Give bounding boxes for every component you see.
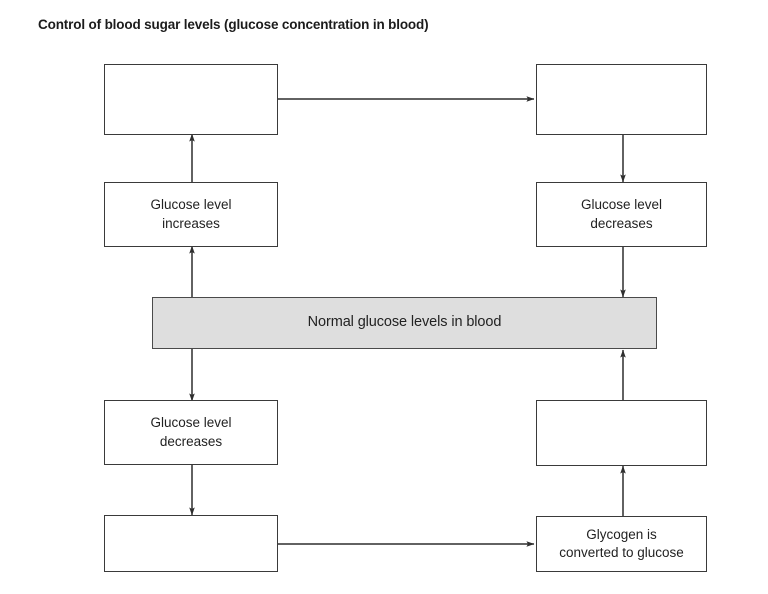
node-mid-right-label: Glucose level decreases bbox=[580, 197, 663, 231]
node-bottom-right-label: Glycogen is converted to glucose bbox=[559, 526, 684, 560]
node-top-right[interactable] bbox=[536, 64, 707, 135]
node-mid-left-label: Glucose level increases bbox=[150, 197, 232, 231]
node-top-right-label bbox=[616, 99, 628, 100]
node-lower-left[interactable]: Glucose level decreases bbox=[104, 400, 278, 465]
page-title: Control of blood sugar levels (glucose c… bbox=[38, 17, 429, 32]
node-center-normal-glucose[interactable]: Normal glucose levels in blood bbox=[152, 297, 657, 349]
node-top-left[interactable] bbox=[104, 64, 278, 135]
node-top-left-label bbox=[185, 99, 197, 100]
node-lower-right-label bbox=[616, 433, 628, 434]
node-lower-left-label: Glucose level decreases bbox=[150, 415, 232, 449]
node-bottom-left-label bbox=[185, 543, 197, 544]
node-lower-right[interactable] bbox=[536, 400, 707, 466]
node-mid-right[interactable]: Glucose level decreases bbox=[536, 182, 707, 247]
node-bottom-left[interactable] bbox=[104, 515, 278, 572]
node-mid-left[interactable]: Glucose level increases bbox=[104, 182, 278, 247]
node-center-label: Normal glucose levels in blood bbox=[307, 314, 502, 331]
node-bottom-right-glycogen[interactable]: Glycogen is converted to glucose bbox=[536, 516, 707, 572]
